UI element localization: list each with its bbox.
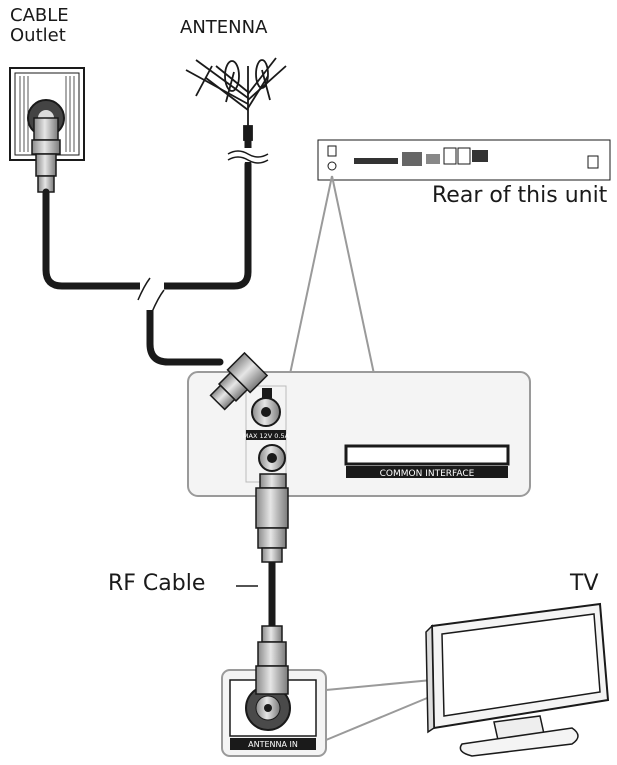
tv-label: TV [570,571,599,596]
cable-outlet-label-line2: Outlet [10,24,66,46]
antenna-in-label: ANTENNA IN [248,740,298,749]
cable-outlet-label-line1: CABLE [10,5,69,26]
cable-outlet-connector [31,117,61,193]
unit-rf-in-connector [251,397,281,427]
cable-break-marks [137,148,269,316]
unit-rear-panel-thumbnail [317,139,611,181]
rf-in-plug [209,351,269,411]
rear-panel-callout-lines [289,175,375,375]
rf-cable-label: RF Cable [108,571,206,596]
tv-icon [425,602,610,757]
rf-out-plug [255,473,289,563]
antenna-icon [185,57,287,141]
cable-outlet-label: CABLE Outlet [10,6,69,46]
max-current-label: MAX 12V 0.5A [243,432,290,440]
coax-cable-to-unit [42,136,252,366]
tv-callout-lines [325,679,433,741]
unit-rf-out-connector [258,444,286,472]
tv-rf-plug [255,625,289,695]
rf-cable [236,562,276,626]
rear-of-unit-label: Rear of this unit [432,183,608,208]
antenna-label: ANTENNA [180,17,268,38]
common-interface-label: COMMON INTERFACE [380,469,475,479]
